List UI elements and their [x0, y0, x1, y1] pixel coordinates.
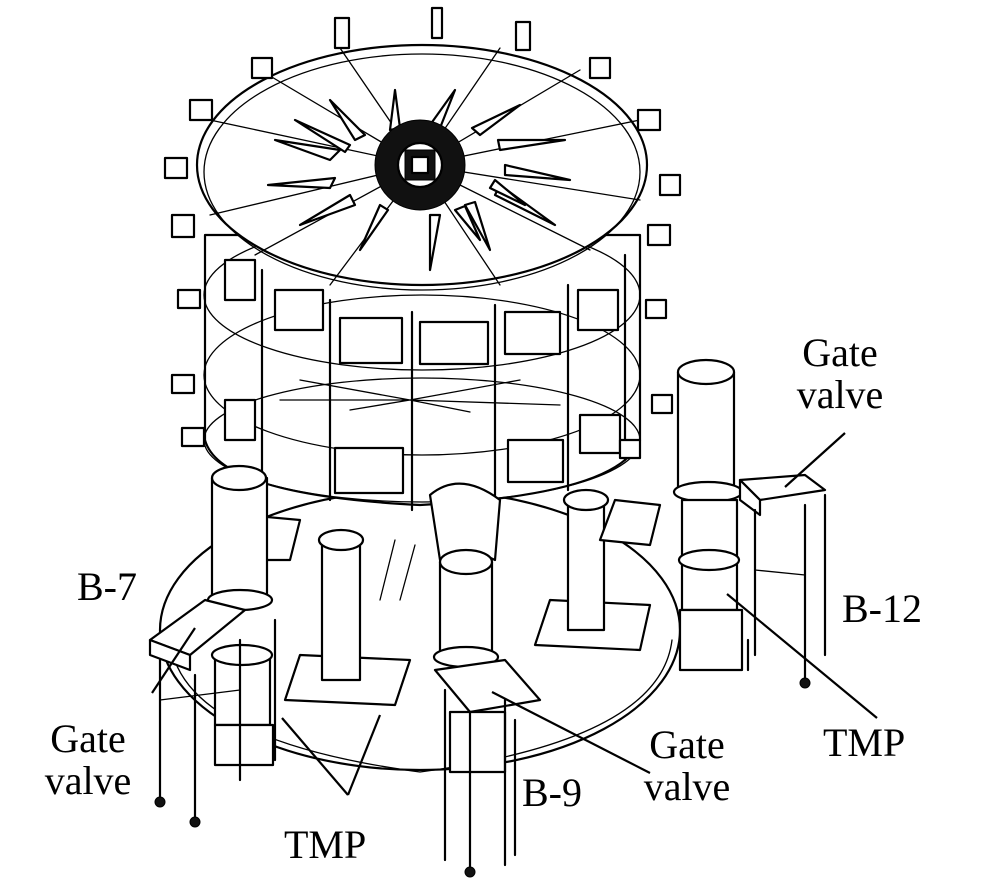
- label-gate-valve-left: Gate valve: [44, 716, 132, 803]
- base-plate-edge: [169, 639, 673, 773]
- leader-lines: [151, 432, 878, 796]
- pump-b7: [148, 464, 277, 828]
- rim-flanges: [163, 6, 682, 460]
- chamber-body: [203, 219, 642, 512]
- label-gate-valve-right: Gate valve: [796, 330, 884, 417]
- pump-b12: [672, 358, 827, 689]
- support-legs: [228, 488, 662, 707]
- label-b9: B-9: [522, 770, 582, 815]
- label-gate-valve-center: Gate valve: [643, 722, 731, 809]
- label-tmp-right: TMP: [823, 720, 906, 765]
- chamber-lid: [195, 43, 649, 291]
- label-b12: B-12: [842, 586, 922, 631]
- label-b7: B-7: [77, 564, 137, 609]
- label-tmp-bottom: TMP: [284, 822, 367, 867]
- pump-b9: [428, 482, 542, 878]
